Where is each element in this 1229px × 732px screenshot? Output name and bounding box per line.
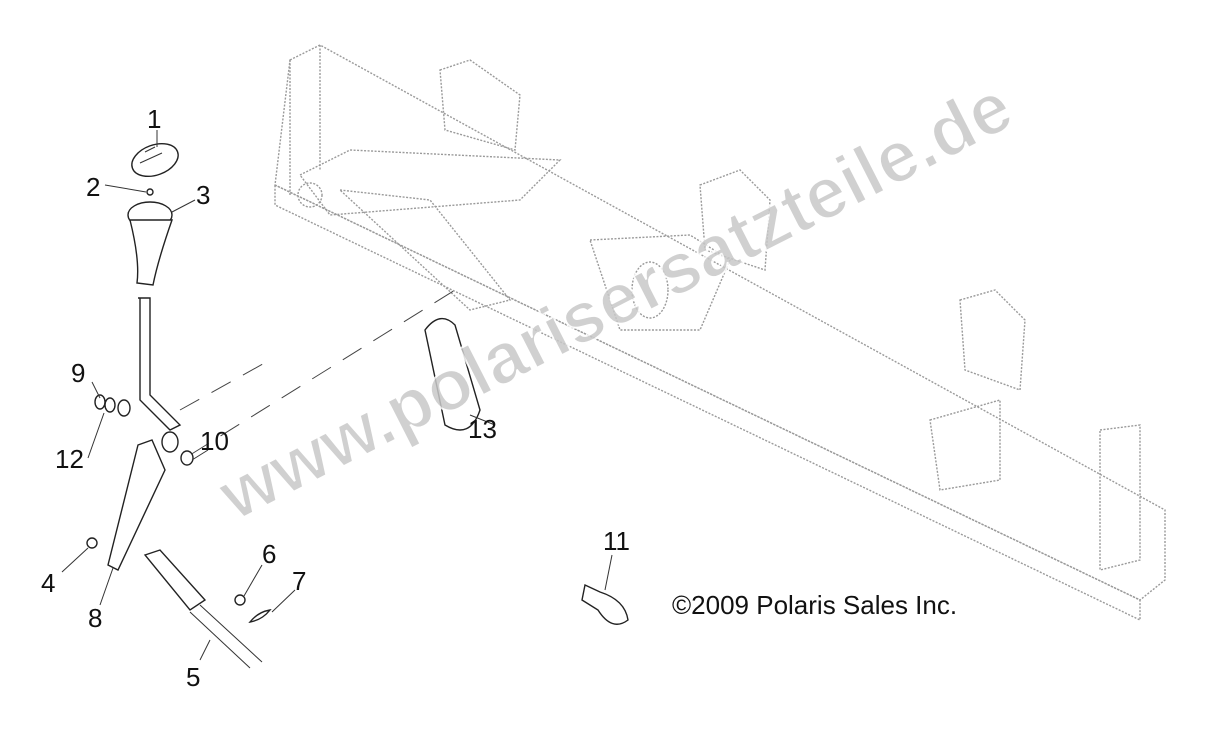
leader-lines <box>61 130 613 661</box>
callout-2: 2 <box>86 172 100 202</box>
alignment-line <box>179 359 271 411</box>
washer <box>234 594 246 606</box>
shift-cable <box>143 549 263 669</box>
alignment-line <box>189 289 456 456</box>
callout-11: 11 <box>603 526 630 556</box>
watermark: www.polarisersatzteile.de <box>205 66 1024 536</box>
screw <box>146 188 154 196</box>
callout-1: 1 <box>147 104 161 134</box>
shift-knob <box>127 201 173 286</box>
callout-10: 10 <box>200 426 229 456</box>
cotter-pin <box>248 609 272 623</box>
callout-12: 12 <box>55 444 84 474</box>
callout-9: 9 <box>71 358 85 388</box>
boot <box>424 317 481 431</box>
frame-assembly <box>274 44 1166 622</box>
callout-6: 6 <box>262 539 276 569</box>
bushings <box>94 394 194 466</box>
shift-lever <box>107 297 182 571</box>
callout-13: 13 <box>468 414 497 444</box>
callout-5: 5 <box>186 662 200 692</box>
callout-4: 4 <box>41 568 55 598</box>
callout-8: 8 <box>88 603 102 633</box>
knob-cap <box>131 142 179 178</box>
callout-3: 3 <box>196 180 210 210</box>
nut <box>86 537 98 549</box>
copyright-notice: ©2009 Polaris Sales Inc. <box>672 590 958 620</box>
clip <box>581 583 629 625</box>
callout-7: 7 <box>292 566 306 596</box>
